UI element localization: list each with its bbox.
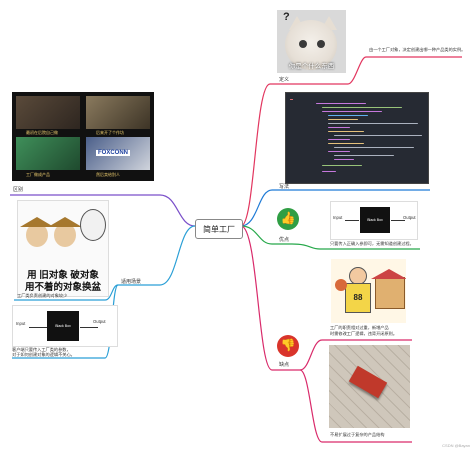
cat-meme-image: ? 你是个什么东西 xyxy=(277,10,346,73)
branch-definition-label[interactable]: 定义 xyxy=(279,77,290,83)
bb-input-label: Input xyxy=(333,215,343,220)
meme-line-1: 用 旧对象 破对象 xyxy=(27,270,99,281)
pros-note: 只要传入正确入参即可，无需知道创建过程。 xyxy=(330,241,414,246)
watermark: CSDN @Bayan xyxy=(442,443,470,448)
collage-caption-1: 最初在后院自己做 xyxy=(26,130,58,135)
link-cons-note1 xyxy=(299,339,412,371)
thumbs-down-icon: 👎 xyxy=(277,335,299,357)
black-box-diagram-pros: Input Black Box Output xyxy=(330,201,418,240)
brick-pavement-image xyxy=(329,345,410,428)
link-code xyxy=(240,189,430,227)
meme-line-2: 用不着的对象换盆 xyxy=(24,282,101,293)
collage-caption-2: 后来开了个作坊 xyxy=(96,130,124,135)
overloaded-worker-cartoon: 88 xyxy=(331,259,406,323)
branch-usage-label[interactable]: 适用场景 xyxy=(121,279,142,285)
branch-cons-label[interactable]: 缺点 xyxy=(279,362,290,368)
cat-caption: 你是个什么东西 xyxy=(288,63,335,70)
black-box-cube-2: Black Box xyxy=(47,311,79,341)
link-usage xyxy=(118,225,196,286)
bb-input-label-2: Input xyxy=(16,321,26,326)
usage-note2-line1: 客户端只要传入工厂类的参数， xyxy=(12,347,71,352)
foxconn-logo: FOXCONN xyxy=(96,150,130,156)
link-difference xyxy=(10,194,196,227)
branch-pros-label[interactable]: 优点 xyxy=(279,237,290,243)
center-node[interactable]: 简单工厂 xyxy=(195,219,243,239)
thumbs-up-icon: 👍 xyxy=(277,208,299,230)
branch-code-label[interactable]: 写法 xyxy=(279,184,290,190)
cons-note2: 不易扩展过于复杂的产品结构 xyxy=(330,432,385,437)
definition-note: 由一个工厂对象，决定创建出哪一种产品类的实例。 xyxy=(369,47,466,52)
usage-meme-image: 用 旧对象 破对象 用不着的对象换盆 xyxy=(17,200,109,297)
link-cons xyxy=(240,225,300,371)
code-screenshot xyxy=(285,92,429,184)
black-box-cube: Black Box xyxy=(360,207,390,233)
black-box-diagram-usage: Input Black Box Output xyxy=(12,305,118,347)
link-pros xyxy=(240,225,420,250)
collage-caption-4: 然后卖给别人 xyxy=(96,172,120,177)
usage-note2-line2: 对于如何创建对象的逻辑不关心。 xyxy=(12,352,75,357)
shirt-number: 88 xyxy=(345,283,371,313)
usage-note: 工厂类负责创建的对象较少 xyxy=(17,293,68,298)
center-title: 简单工厂 xyxy=(203,224,235,234)
branch-difference-label[interactable]: 区别 xyxy=(13,187,24,193)
link-definition xyxy=(240,56,462,227)
question-mark-icon: ? xyxy=(283,11,290,23)
factory-evolution-collage: 最初在后院自己做 后来开了个作坊 工厂做成产品 FOXCONN 然后卖给别人 xyxy=(12,92,154,181)
cons-note1-line2: 时需修改工厂逻辑，违背开闭原则。 xyxy=(330,331,398,336)
link-cons-note2 xyxy=(299,369,412,443)
cons-note1-line1: 工厂的职责相对过重，新增产品 xyxy=(330,325,389,330)
bb-output-label-2: Output xyxy=(93,319,106,324)
collage-caption-3: 工厂做成产品 xyxy=(26,172,50,177)
bb-output-label: Output xyxy=(403,215,416,220)
link-usage-note1 xyxy=(14,284,119,301)
